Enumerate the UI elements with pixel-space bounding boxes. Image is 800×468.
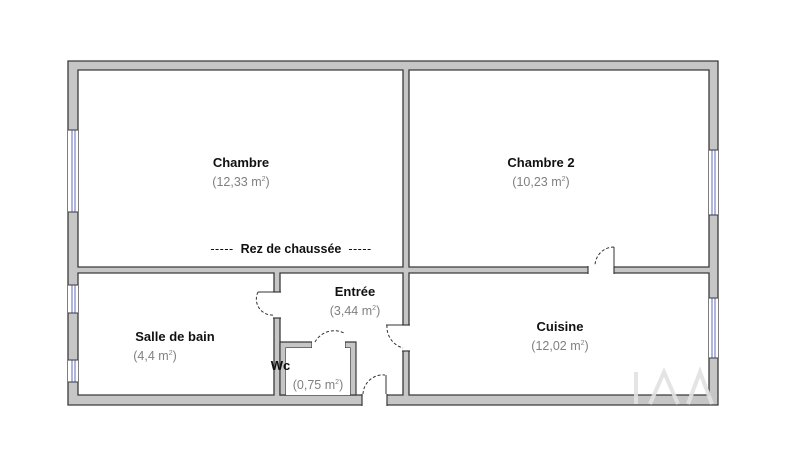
room-area: (3,44 m2) (329, 304, 381, 318)
door-swing-wc (314, 330, 345, 343)
room-area: (4,4 m2) (133, 349, 177, 363)
room-label-chambre-2: Chambre 2 (10,23 m2) (507, 154, 574, 191)
door-swings (255, 246, 615, 395)
exterior-walls (67, 60, 719, 406)
window-chambre (68, 130, 78, 212)
windows (68, 129, 718, 383)
door-swing-chambre2 (594, 246, 615, 267)
window-salle-de-bain-upper (68, 285, 78, 313)
watermark-logo (634, 366, 714, 405)
room-name: Salle de bain (135, 329, 215, 344)
window-chambre-2 (709, 150, 718, 215)
room-label-entree: Entrée (3,44 m2) (330, 283, 381, 320)
room-label-cuisine: Cuisine (12,02 m2) (531, 318, 588, 355)
room-label-salle-de-bain: Salle de bain (4,4 m2) (133, 328, 215, 365)
room-area: (12,02 m2) (531, 339, 589, 353)
room-area: (12,33 m2) (212, 175, 270, 189)
room-label-wc: Wc (0,75 m2) (271, 357, 344, 394)
door-swing-salle-de-bain (255, 291, 275, 316)
floor-label: ----- Rez de chaussée ----- (210, 241, 371, 258)
door-gap-entrance (362, 394, 387, 406)
door-gap-chambre2 (588, 266, 614, 274)
floor-label-dash-left: ----- (210, 242, 234, 256)
room-name: Entrée (334, 284, 376, 299)
room-area: (10,23 m2) (512, 175, 570, 189)
floor-label-dash-right: ----- (348, 242, 372, 256)
door-gap-salle-de-bain (273, 292, 281, 318)
door-gap-wc (312, 341, 345, 349)
room-name: Wc (270, 358, 291, 373)
room-area: (0,75 m2) (292, 378, 344, 392)
window-salle-de-bain-lower (68, 360, 78, 382)
door-swing-entree-cuisine (386, 324, 404, 349)
wc-room (286, 348, 350, 395)
door-swing-entrance (362, 374, 386, 395)
room-name: Chambre 2 (507, 155, 575, 170)
room-name: Chambre (212, 155, 270, 170)
room-name: Cuisine (536, 319, 584, 334)
room-label-chambre: Chambre (12,33 m2) (212, 154, 269, 191)
window-cuisine (709, 298, 718, 358)
door-gap-cuisine (402, 325, 410, 351)
floor-label-text: Rez de chaussée (240, 242, 342, 256)
